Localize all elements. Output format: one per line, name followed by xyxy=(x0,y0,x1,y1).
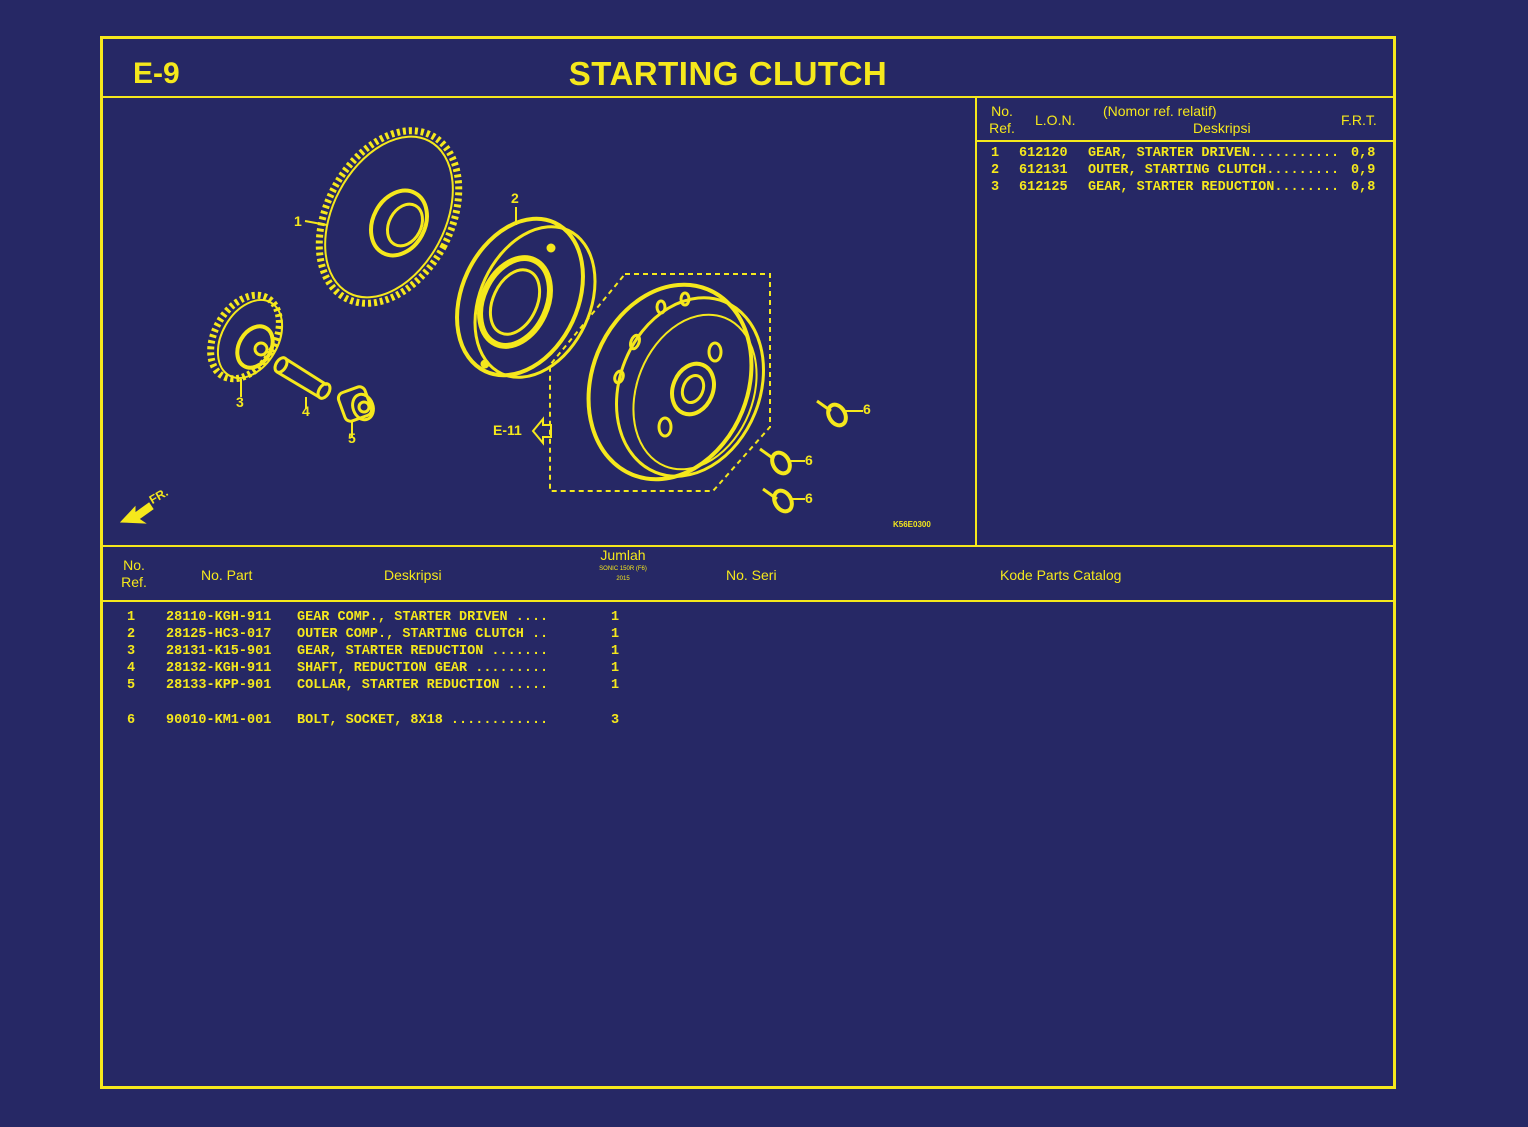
callout-1: 1 xyxy=(294,213,302,229)
parts-top-divider xyxy=(103,545,1393,547)
lon-header-desc: (Nomor ref. relatif) Deskripsi xyxy=(1103,103,1251,136)
starting-clutch-outer xyxy=(455,207,597,379)
page-code: E-9 xyxy=(133,57,180,90)
diagram-divider xyxy=(975,96,977,546)
socket-bolt xyxy=(762,487,805,514)
parts-header-qty: Jumlah SONIC 150R (F6) 2015 xyxy=(599,547,647,582)
callout-2: 2 xyxy=(511,190,519,206)
callout-6a: 6 xyxy=(863,401,871,417)
lon-header-divider xyxy=(976,140,1393,142)
callout-6b: 6 xyxy=(805,452,813,468)
starter-reduction-gear xyxy=(207,291,284,397)
socket-bolt xyxy=(816,399,863,428)
front-arrow-icon xyxy=(119,502,154,524)
parts-header-kode: Kode Parts Catalog xyxy=(1000,567,1122,583)
drawing-code: K56E0300 xyxy=(893,520,931,529)
lon-header-ref: No.Ref. xyxy=(989,103,1015,136)
socket-bolt xyxy=(759,447,805,476)
reduction-gear-shaft xyxy=(273,356,332,409)
starter-driven-gear xyxy=(304,127,463,307)
title-divider xyxy=(103,96,1393,98)
parts-header-desc: Deskripsi xyxy=(384,567,442,583)
parts-header-ref: No.Ref. xyxy=(121,557,147,590)
callout-5: 5 xyxy=(348,430,356,446)
catalog-sheet: E-9 STARTING CLUTCH No.Ref. L.O.N. (Nomo… xyxy=(100,36,1396,1089)
callout-3: 3 xyxy=(236,394,244,410)
starter-reduction-collar xyxy=(336,385,375,437)
lon-header-lon: L.O.N. xyxy=(1035,112,1076,128)
reference-arrow-label: E-11 xyxy=(493,422,522,438)
exploded-diagram: 1 2 3 4 5 6 6 6 E-11 FR. K56E0300 xyxy=(105,97,973,544)
parts-header-part: No. Part xyxy=(201,567,253,583)
callout-6c: 6 xyxy=(805,490,813,506)
lon-header-frt: F.R.T. xyxy=(1341,112,1377,128)
parts-header-divider xyxy=(103,600,1393,602)
callout-4: 4 xyxy=(302,403,310,419)
parts-header-seri: No. Seri xyxy=(726,567,777,583)
flywheel-rotor xyxy=(586,282,765,482)
page-title: STARTING CLUTCH xyxy=(568,55,888,92)
assembly-boundary xyxy=(549,273,771,492)
reference-arrow-icon xyxy=(531,416,552,446)
